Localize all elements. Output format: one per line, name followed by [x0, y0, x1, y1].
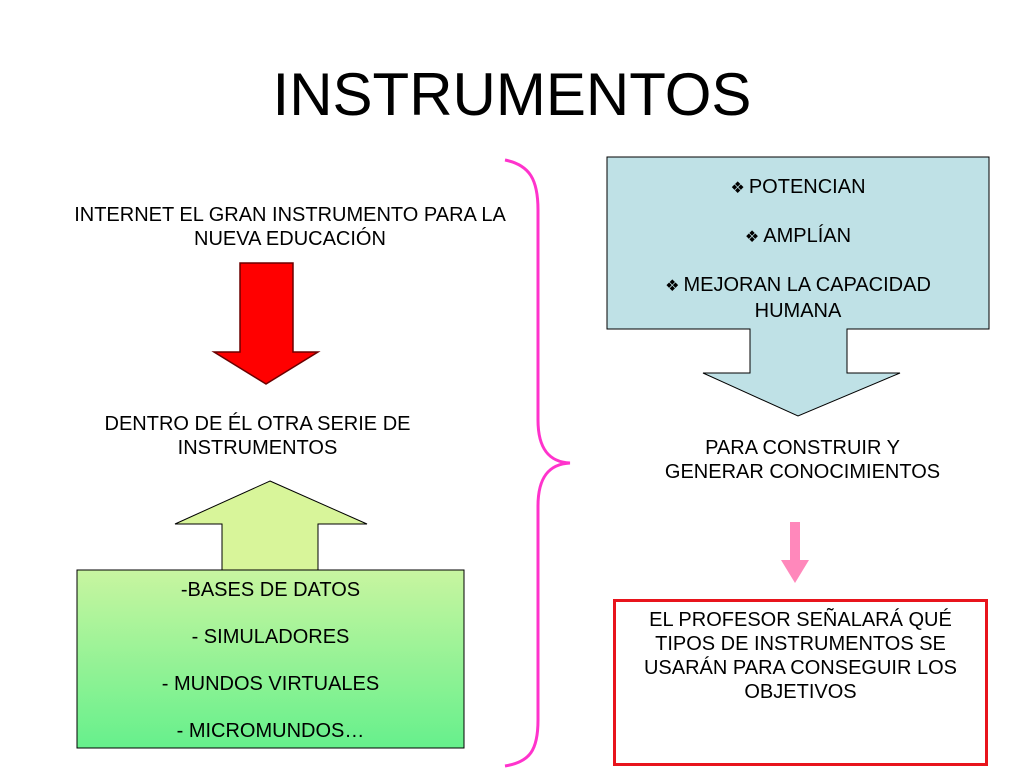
- benefit-item: ❖AMPLÍAN: [607, 224, 989, 250]
- tool-item: -BASES DE DATOS: [180, 579, 361, 601]
- page-title: INSTRUMENTOS: [272, 61, 752, 128]
- dentro-text: DENTRO DE ÉL OTRA SERIE DE INSTRUMENTOS: [104, 413, 411, 459]
- pink-brace: [504, 158, 571, 768]
- pink-arrow-shaft: [790, 522, 800, 562]
- green-up-arrow: [174, 480, 368, 571]
- para-text: PARA CONSTRUIR Y GENERAR CONOCIMIENTOS: [664, 437, 941, 483]
- benefit-label: MEJORAN LA CAPACIDAD HUMANA: [683, 274, 931, 322]
- blue-box-arrow-shape: [606, 156, 990, 417]
- pink-arrow-head: [781, 560, 809, 583]
- diamond-bullet-icon: ❖: [665, 278, 680, 295]
- tool-item: - MUNDOS VIRTUALES: [161, 673, 380, 695]
- profesor-box: EL PROFESOR SEÑALARÁ QUÉ TIPOS DE INSTRU…: [613, 599, 988, 766]
- diamond-bullet-icon: ❖: [730, 180, 745, 197]
- benefit-item: ❖MEJORAN LA CAPACIDAD HUMANA: [607, 273, 989, 323]
- benefit-label: AMPLÍAN: [763, 225, 852, 247]
- diamond-bullet-icon: ❖: [744, 229, 760, 246]
- benefit-label: POTENCIAN: [748, 176, 866, 198]
- tool-item: - SIMULADORES: [191, 626, 350, 648]
- tools-list: -BASES DE DATOS - SIMULADORES - MUNDOS V…: [77, 570, 464, 748]
- red-down-arrow: [211, 262, 321, 385]
- benefits-box: ❖POTENCIAN ❖AMPLÍAN ❖MEJORAN LA CAPACIDA…: [607, 157, 989, 329]
- internet-text: INTERNET EL GRAN INSTRUMENTO PARA LA NUE…: [74, 204, 506, 250]
- benefit-item: ❖POTENCIAN: [607, 175, 989, 201]
- green-box-bg: [76, 569, 465, 749]
- tool-item: - MICROMUNDOS…: [176, 720, 365, 742]
- profesor-text: EL PROFESOR SEÑALARÁ QUÉ TIPOS DE INSTRU…: [643, 609, 958, 703]
